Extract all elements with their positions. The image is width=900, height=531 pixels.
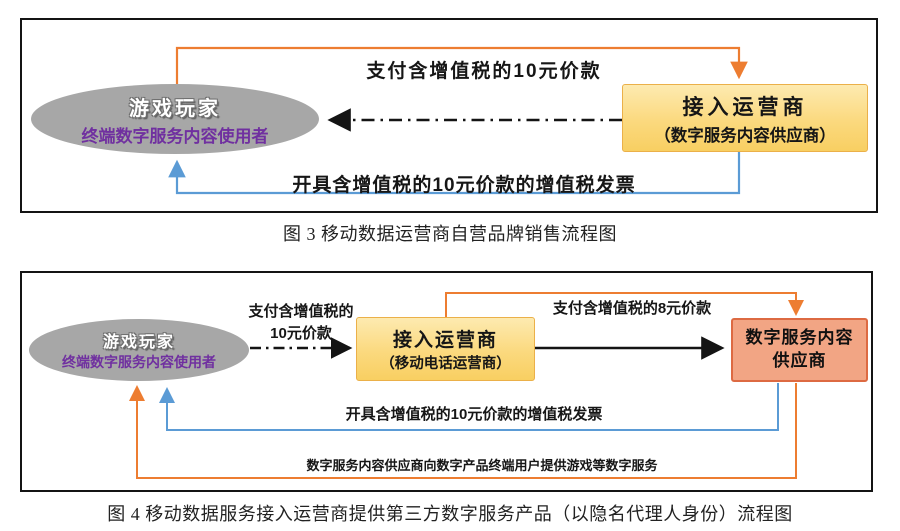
invoice-label: 开具含增值税的10元价款的增值税发票: [345, 406, 603, 423]
player-title: 游戏玩家: [129, 97, 221, 120]
invoice-arrow-line: [159, 383, 779, 431]
figure4-connectors: [129, 292, 804, 479]
operator-title: 接入运营商: [392, 330, 498, 351]
service-provision-arrow-line: [129, 383, 797, 479]
service-provision-label: 数字服务内容供应商向数字产品终端用户提供游戏等数字服务: [306, 458, 658, 473]
player-title: 游戏玩家: [102, 334, 175, 351]
supplier-title-line2: 供应商: [772, 351, 827, 370]
player-subtitle: 终端数字服务内容使用者: [62, 354, 216, 370]
figure4-panel: 游戏玩家 终端数字服务内容使用者 接入运营商 （移动电话运营商） 数字服务内容 …: [20, 271, 873, 492]
figure4-caption: 图 4 移动数据服务接入运营商提供第三方数字服务产品（以隐名代理人身份）流程图: [107, 504, 793, 524]
player-subtitle: 终端数字服务内容使用者: [81, 126, 269, 146]
payment-arrow-label: 支付含增值税的10元价款: [366, 61, 602, 82]
operator-subtitle: （数字服务内容供应商）: [654, 126, 836, 145]
figure4-supplier-box: 数字服务内容 供应商: [731, 318, 868, 382]
figure3-player-ellipse: 游戏玩家 终端数字服务内容使用者: [31, 84, 319, 154]
figure3-caption: 图 3 移动数据运营商自营品牌销售流程图: [283, 224, 617, 244]
pay10-label-line1: 支付含增值税的: [248, 303, 354, 320]
figure3-connectors: [168, 46, 748, 195]
supplier-title-line1: 数字服务内容: [745, 328, 854, 348]
operator-subtitle: （移动电话运营商）: [380, 356, 511, 372]
invoice-arrow-line: [168, 152, 741, 195]
figure4-player-ellipse: 游戏玩家 终端数字服务内容使用者: [29, 319, 249, 381]
pay8-label: 支付含增值税的8元价款: [552, 300, 712, 317]
invoice-arrow-label: 开具含增值税的10元价款的增值税发票: [292, 175, 636, 196]
operator-title: 接入运营商: [682, 95, 808, 119]
pay10-label: 支付含增值税的 10元价款: [248, 301, 353, 345]
pay8-arrow-line: [445, 292, 804, 317]
figure3-panel: 游戏玩家 终端数字服务内容使用者 接入运营商 （数字服务内容供应商） 支付含增值…: [20, 18, 878, 213]
pay10-label-line2: 10元价款: [270, 325, 332, 342]
figure3-operator-box: 接入运营商 （数字服务内容供应商）: [622, 84, 868, 152]
figure4-operator-box: 接入运营商 （移动电话运营商）: [356, 317, 535, 381]
payment-arrow-line: [175, 46, 748, 86]
